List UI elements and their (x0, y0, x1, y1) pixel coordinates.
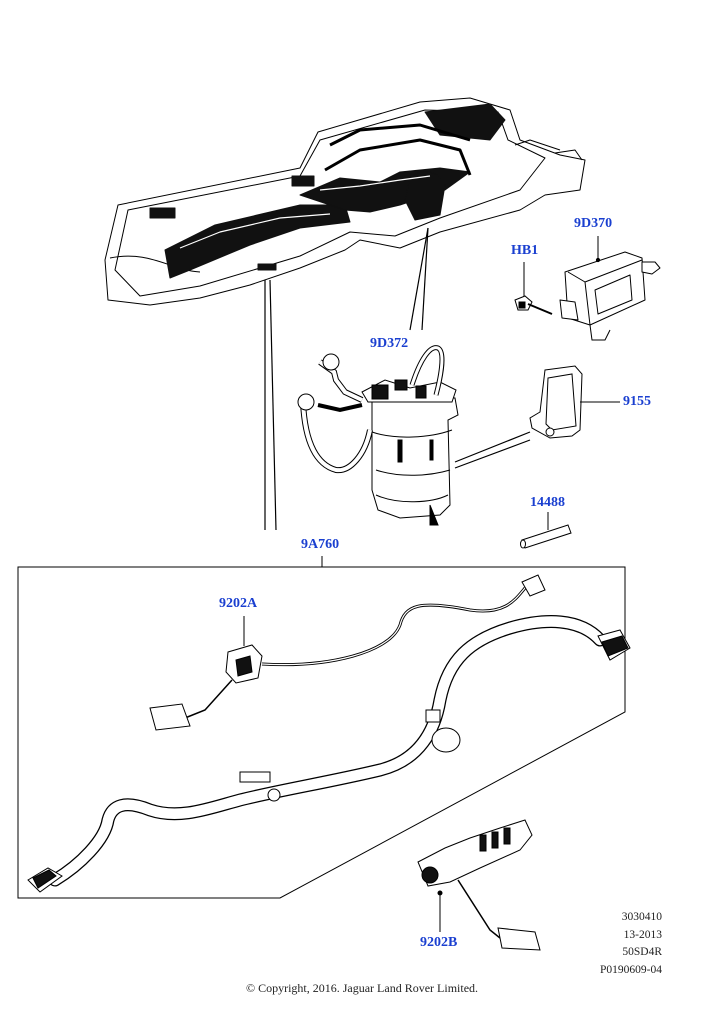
harness-pipe (48, 615, 607, 887)
callout-9a760[interactable]: 9A760 (301, 537, 340, 552)
callout-9d372[interactable]: 9D372 (370, 336, 409, 351)
reference-line-3: 50SD4R (622, 946, 662, 958)
callout-hb1[interactable]: HB1 (511, 243, 539, 258)
bracket-9155 (529, 365, 583, 439)
reference-line-2: 13-2013 (623, 928, 662, 941)
callout-9202b[interactable]: 9202B (420, 935, 458, 950)
fuel-pump-control-module (559, 251, 661, 341)
callout-9202a[interactable]: 9202A (219, 596, 258, 611)
pump-leader-lines (454, 431, 531, 469)
callout-14488[interactable]: 14488 (530, 495, 565, 510)
wire-connector (521, 574, 546, 597)
illustration-reference: 3030410 13-2013 50SD4R P0190609-04 (600, 909, 662, 979)
fuel-tank (104, 97, 586, 306)
fuel-level-sender-b (417, 819, 541, 951)
callout-9155[interactable]: 9155 (623, 394, 651, 409)
copyright-notice: © Copyright, 2016. Jaguar Land Rover Lim… (245, 981, 479, 995)
fuse-link-14488 (520, 524, 572, 549)
fuel-level-sender-a (149, 616, 263, 731)
bolt-hb1 (514, 295, 553, 315)
fuel-pump-module (297, 345, 459, 526)
callout-9d370[interactable]: 9D370 (574, 216, 613, 231)
sensor-wire (261, 587, 527, 667)
harness-frame (17, 556, 626, 899)
reference-line-4: P0190609-04 (600, 963, 662, 976)
harness-details (27, 629, 631, 893)
reference-line-1: 3030410 (621, 911, 662, 923)
tank-leader-lines (264, 227, 429, 531)
